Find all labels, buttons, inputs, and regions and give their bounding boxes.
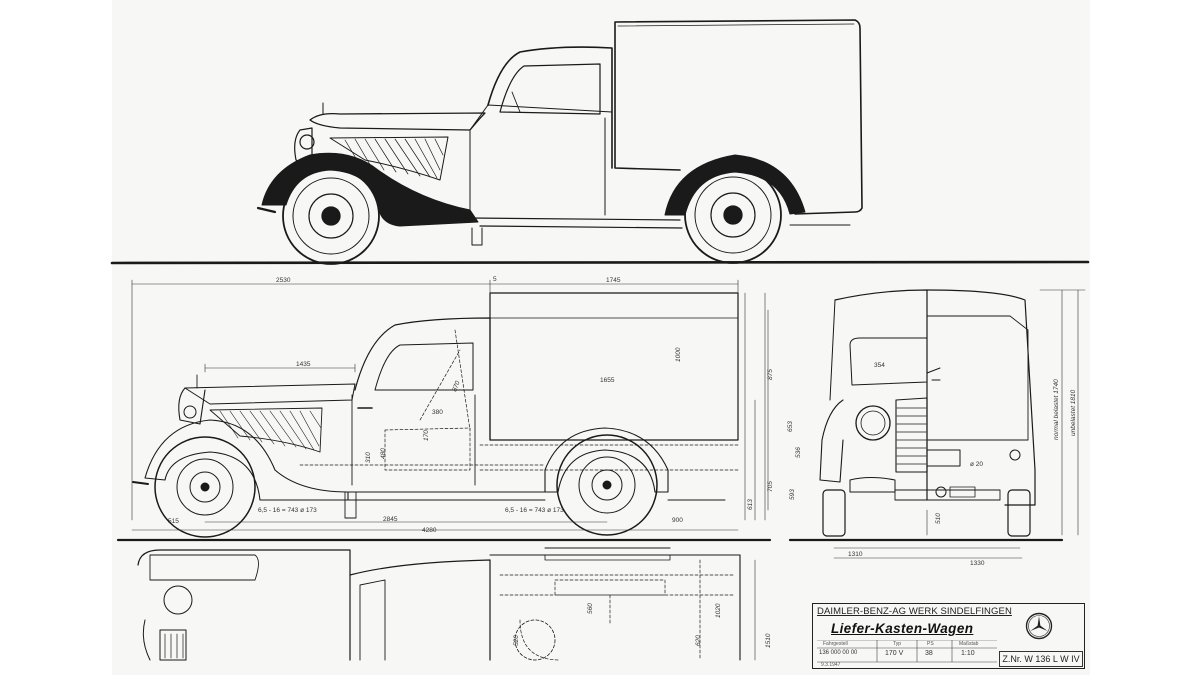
dim-plan-560: 560 — [587, 603, 594, 614]
dim-rear-overhang: 900 — [672, 517, 683, 524]
dim-box-inner: 1655 — [600, 377, 615, 384]
drawing-title: Liefer-Kasten-Wagen — [831, 621, 974, 636]
plan-view-drawing — [137, 547, 756, 661]
dim-plan-1020: 1020 — [715, 603, 722, 618]
header-ps: PS — [927, 641, 934, 647]
dim-clearance: 510 — [935, 513, 942, 524]
header-massstab: Maßstab — [959, 641, 979, 647]
dim-overall-length: 4280 — [422, 527, 437, 534]
perspective-front-wheel — [282, 167, 380, 265]
header-typ: Typ — [893, 641, 902, 647]
maker-label: DAIMLER-BENZ-AG WERK SINDELFINGEN — [817, 606, 1012, 617]
dim-wheelbase: 2845 — [383, 516, 398, 523]
value-massstab: 1:10 — [961, 650, 975, 657]
dim-front-overhang: 515 — [168, 518, 179, 525]
dim-track-rear: 1330 — [970, 560, 985, 567]
title-block: DAIMLER-BENZ-AG WERK SINDELFINGEN Liefer… — [812, 603, 1085, 669]
dim-width-620: ø 20 — [970, 461, 983, 468]
dim-tyre-front: 6,5 - 16 = 743 ø 173 — [258, 507, 317, 514]
dim-side-593: 593 — [789, 489, 796, 500]
value-ps: 38 — [925, 650, 933, 657]
dim-plan-620: 620 — [695, 635, 702, 646]
dim-gap: 5 — [493, 276, 497, 283]
dim-height-loaded: normal belastet 1740 — [1053, 379, 1060, 440]
perspective-van-drawing — [256, 19, 863, 265]
dim-side-653: 653 — [787, 421, 794, 432]
drawing-date: 9.3.1947 — [821, 662, 841, 668]
mercedes-star-icon — [1025, 612, 1053, 640]
dim-hood-length: 1435 — [296, 361, 311, 368]
value-typ: 170 V — [885, 650, 904, 657]
dim-box-length: 1745 — [606, 277, 621, 284]
dim-seat-4: 170 — [423, 430, 430, 441]
dim-box-height: 1000 — [675, 347, 682, 362]
dim-height-unloaded: unbelastet 1810 — [1070, 389, 1077, 436]
dim-width-354: 354 — [874, 362, 885, 369]
side-rear-wheel — [556, 434, 658, 536]
side-dimension-lines — [131, 279, 769, 531]
title-grid-lines — [817, 640, 997, 663]
dim-front-to-bulkhead: 2530 — [276, 277, 291, 284]
divider-line-top — [110, 260, 1090, 265]
dim-side-705: 705 — [767, 481, 774, 492]
front-rear-elevation-drawing — [819, 289, 1086, 559]
dim-side-875: 875 — [767, 369, 774, 380]
dim-side-613: 613 — [747, 499, 754, 510]
side-front-wheel — [154, 436, 256, 538]
value-fahrgestell: 136 000 00 00 — [819, 650, 858, 656]
dim-seat-5: 870 — [451, 380, 461, 393]
dim-seat-2: 480 — [380, 448, 387, 459]
dim-side-536: 536 — [795, 447, 802, 458]
dim-tyre-rear: 6,5 - 16 = 743 ø 173 — [505, 507, 564, 514]
dim-plan-520: 520 — [513, 635, 520, 646]
side-elevation-drawing — [132, 292, 741, 538]
dim-plan-1510: 1510 — [765, 633, 772, 648]
drawing-number: Z.Nr. W 136 L W IV — [999, 651, 1083, 667]
header-fahrgestell: Fahrgestell — [823, 641, 848, 647]
dim-track-front: 1310 — [848, 551, 863, 558]
dim-seat-3: 310 — [365, 452, 372, 463]
dim-seat-1: 380 — [432, 409, 443, 416]
